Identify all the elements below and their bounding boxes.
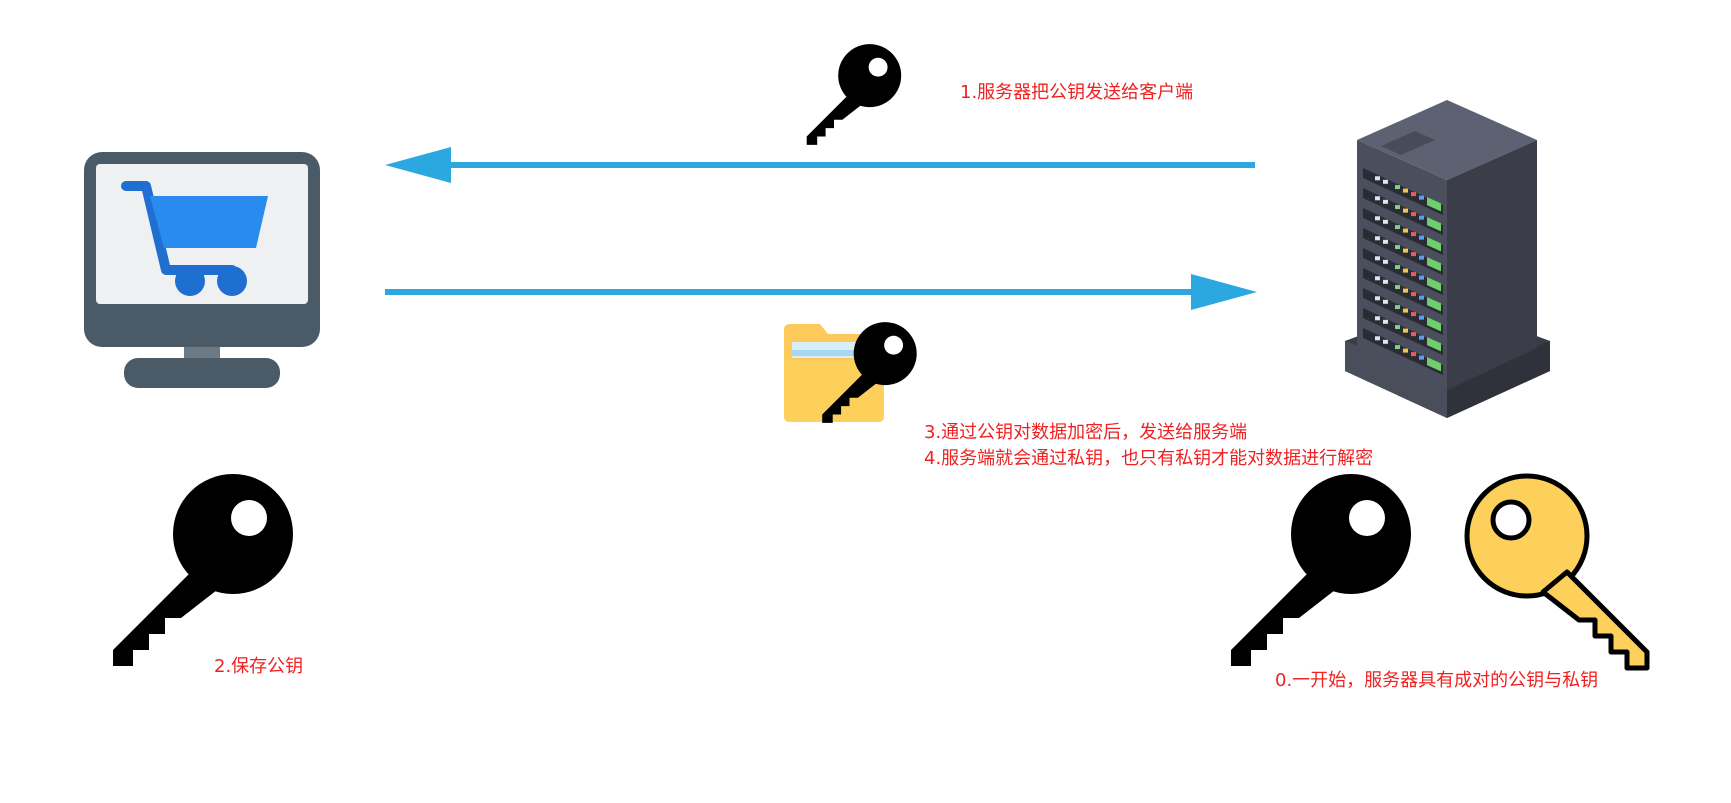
client-monitor-icon xyxy=(84,152,324,392)
arrow-server-to-client xyxy=(385,145,1257,185)
arrow-client-to-server xyxy=(385,272,1257,312)
public-key-icon-transfer xyxy=(800,42,910,147)
private-key-icon xyxy=(1455,472,1655,672)
server-rack-icon xyxy=(1345,98,1550,423)
step0-label: 0.一开始，服务器具有成对的公钥与私钥 xyxy=(1275,670,1599,691)
client-public-key-icon xyxy=(100,470,310,670)
step4-label: 4.服务端就会通过私钥，也只有私钥才能对数据进行解密 xyxy=(924,448,1374,469)
step2-label: 2.保存公钥 xyxy=(214,656,304,677)
step3-label: 3.通过公钥对数据加密后，发送给服务端 xyxy=(924,422,1248,443)
encrypted-data-icon xyxy=(782,320,927,425)
step1-label: 1.服务器把公钥发送给客户端 xyxy=(960,82,1194,103)
server-public-key-icon xyxy=(1218,470,1428,670)
